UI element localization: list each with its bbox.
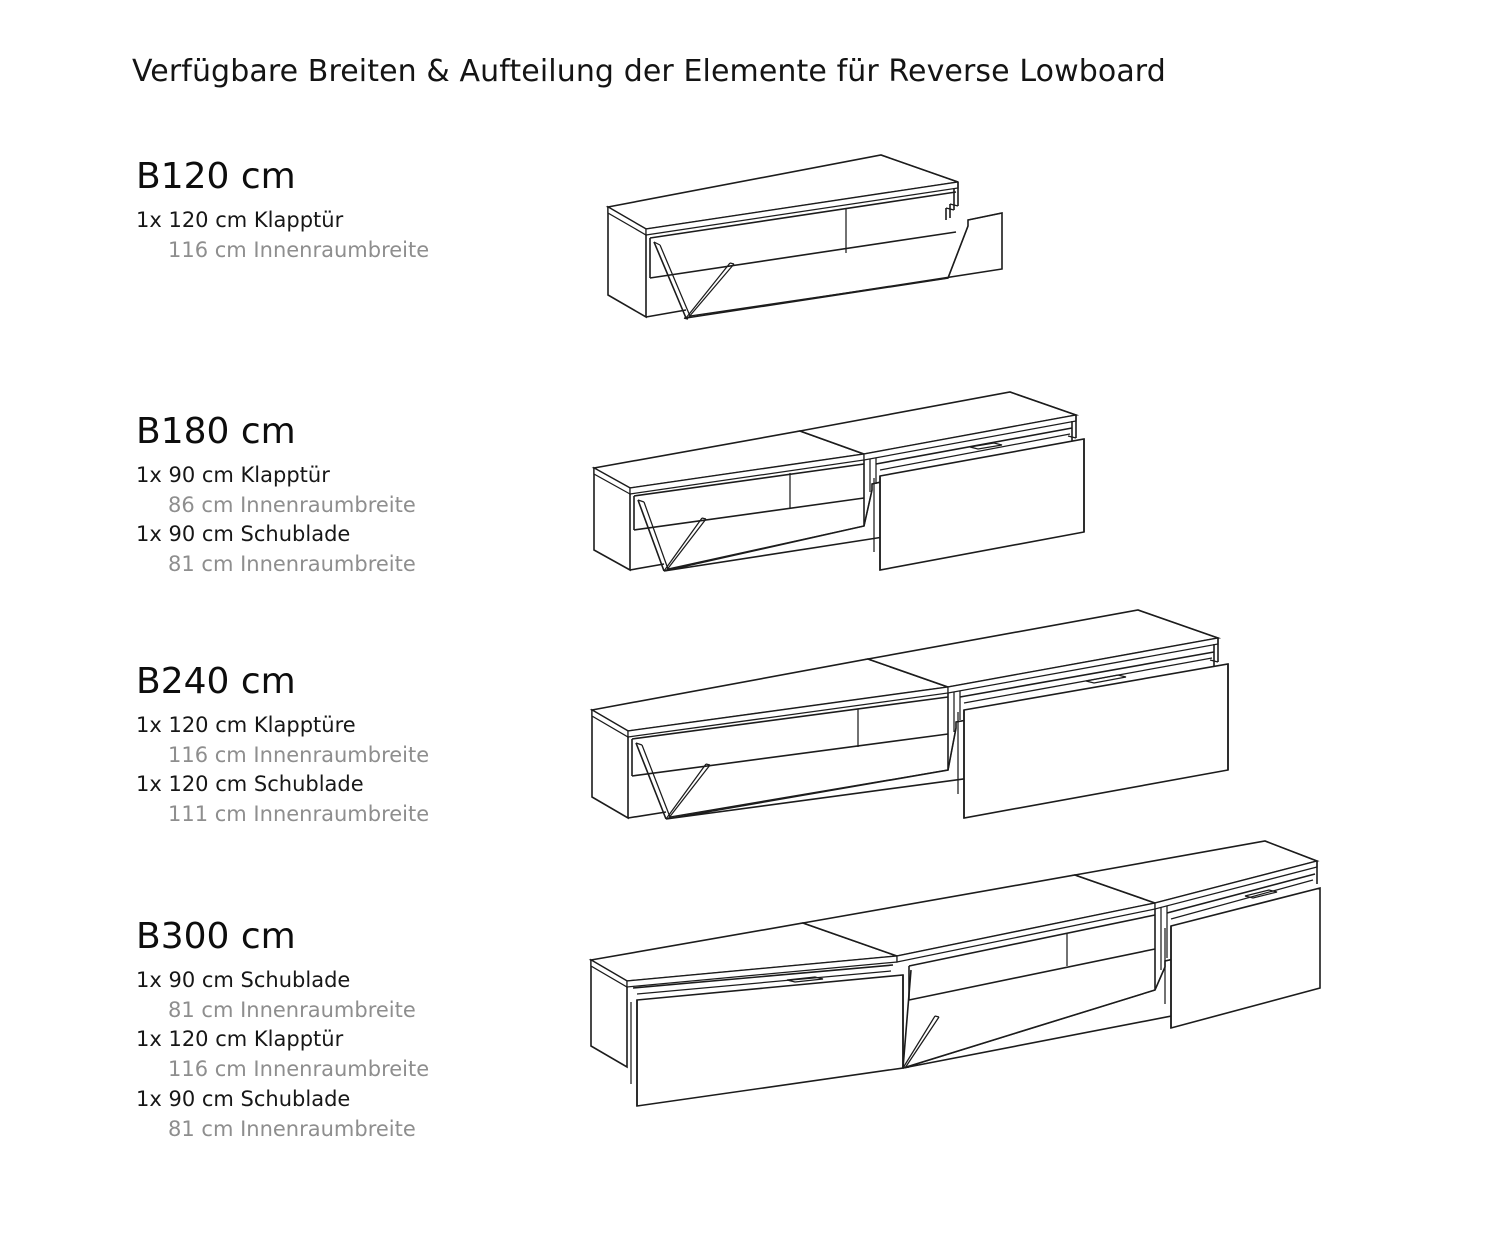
drawer-opening-front-right <box>1170 879 1314 920</box>
page-title: Verfügbare Breiten & Aufteilung der Elem… <box>132 54 1166 89</box>
right-end-step-a <box>949 203 959 207</box>
spec-element-main-b300-1: 1x 120 cm Klapptür <box>136 1027 344 1052</box>
spec-element-main-b180-1: 1x 90 cm Schublade <box>136 522 351 547</box>
hinge-reveal-inner <box>659 244 691 317</box>
drawer-grip-recess <box>1085 674 1127 684</box>
drawer-opening-front-left <box>636 970 892 995</box>
spec-element-sub-b240-0: 116 cm Innenraumbreite <box>168 742 430 767</box>
interior-back-bottom-left <box>631 733 949 777</box>
hinge-reveal-top <box>653 241 661 246</box>
spec-element-sub-b300-0: 81 cm Innenraumbreite <box>168 997 416 1022</box>
top-back-corner-right <box>1137 609 1219 639</box>
drawer-grip-recess-left <box>786 976 824 983</box>
spec-element-sub-b300-1: 116 cm Innenraumbreite <box>168 1057 430 1082</box>
spec-heading-b300: B300 cm <box>136 916 296 957</box>
drawing-lowboard-b240 <box>578 592 1258 842</box>
flap-door-back-edge <box>967 212 1003 221</box>
flap-door-inner-top <box>689 277 949 317</box>
spec-element-sub-b300-2: 81 cm Innenraumbreite <box>168 1116 416 1141</box>
door-stay-strut-inner <box>687 263 735 319</box>
spec-block-b240: B240 cm 1x 120 cm Klapptüre 116 cm Innen… <box>136 663 536 830</box>
spec-block-b120: B120 cm 1x 120 cm Klapptür 116 cm Innenr… <box>136 158 536 265</box>
hinge-reveal-outer <box>635 742 667 820</box>
flap-door-inner-right-mid <box>1154 966 1166 991</box>
spec-heading-b120: B120 cm <box>136 156 296 197</box>
spec-element-main-b300-2: 1x 90 cm Schublade <box>136 1087 351 1112</box>
flap-door-inner-right <box>947 727 957 771</box>
drawer-opening-back-left <box>632 964 894 989</box>
flap-door-inner-right <box>947 225 969 279</box>
door-stay-strut-outer <box>685 262 731 319</box>
drawer-opening-front <box>879 433 1071 471</box>
drawer-front-face-right <box>1170 886 1321 1030</box>
door-stay-strut-outer-mid <box>902 1015 936 1069</box>
spec-element-main-b240-0: 1x 120 cm Klapptüre <box>136 712 356 737</box>
spec-block-b180: B180 cm 1x 90 cm Klapptür 86 cm Innenrau… <box>136 413 536 580</box>
top-back-corner <box>880 154 959 183</box>
hinge-reveal-outer <box>653 241 687 319</box>
spec-element-main-b120-0: 1x 120 cm Klapptür <box>136 207 344 232</box>
flap-door-inner-top <box>667 525 865 570</box>
spec-element-main-b180-0: 1x 90 cm Klapptür <box>136 462 330 487</box>
door-stay-strut-cap <box>705 763 711 766</box>
hinge-reveal-top <box>635 742 643 746</box>
door-stay-strut-inner-mid <box>904 1016 940 1069</box>
top-back-corner-right <box>1264 840 1318 862</box>
drawer-front-face-left <box>636 974 904 1107</box>
door-stay-strut-cap <box>701 517 707 520</box>
interior-back-top-left <box>633 463 865 497</box>
drawing-lowboard-b300 <box>575 828 1321 1107</box>
top-back-corner-right <box>1009 391 1077 416</box>
drawing-lowboard-b120 <box>578 150 1038 330</box>
bottom-front-left-stub <box>629 563 665 571</box>
spec-block-b300: B300 cm 1x 90 cm Schublade 81 cm Innenra… <box>136 918 536 1145</box>
door-stay-strut-outer <box>665 763 707 820</box>
flap-door-front-face <box>663 479 891 572</box>
spec-heading-b240: B240 cm <box>136 661 296 702</box>
door-hinge-foot <box>683 317 689 320</box>
drawer-grip-recess-right <box>1244 889 1278 899</box>
interior-back-bottom-mid <box>908 948 1156 1001</box>
hinge-reveal-outer <box>637 499 665 572</box>
door-stay-strut-inner <box>665 518 707 572</box>
hinge-reveal-outer-mid <box>902 969 912 1069</box>
drawer-grip-recess <box>969 442 1003 450</box>
flap-door-inner-top-mid <box>906 989 1156 1068</box>
drawer-front-face <box>879 438 1085 571</box>
spec-element-main-b300-0: 1x 90 cm Schublade <box>136 967 351 992</box>
bottom-front-left-stub <box>645 309 687 318</box>
interior-back-bottom <box>649 231 957 279</box>
interior-back-bottom-left <box>633 497 865 531</box>
drawing-lowboard-b180 <box>578 372 1208 592</box>
bottom-front-left-stub <box>627 811 667 819</box>
interior-back-top <box>649 191 957 239</box>
flap-door-front-face-mid <box>902 954 1188 1069</box>
flap-door-front-face <box>665 717 979 820</box>
flap-door-inner-top <box>669 769 949 818</box>
right-end-step-a <box>1209 659 1219 663</box>
door-stay-strut-inner <box>667 764 711 820</box>
flap-door-inner-right <box>863 489 873 527</box>
drawer-front-face <box>963 663 1229 819</box>
hinge-reveal-inner <box>641 744 671 818</box>
door-stay-strut-outer <box>663 517 703 572</box>
interior-back-top-left <box>631 696 949 740</box>
door-stay-strut-cap <box>729 262 735 265</box>
right-end-step-a <box>1067 435 1077 439</box>
spec-element-sub-b180-0: 86 cm Innenraumbreite <box>168 492 416 517</box>
door-stay-strut-cap-mid <box>934 1015 940 1018</box>
spec-element-sub-b120-0: 116 cm Innenraumbreite <box>168 237 430 262</box>
interior-back-top-mid <box>908 914 1156 967</box>
drawer-opening-back-right <box>1166 873 1316 914</box>
drawer-opening-back <box>959 651 1215 698</box>
hinge-reveal-inner <box>643 501 669 570</box>
hinge-reveal-top <box>637 499 645 503</box>
spec-element-sub-b240-1: 111 cm Innenraumbreite <box>168 802 430 827</box>
spec-heading-b180: B180 cm <box>136 411 296 452</box>
spec-element-main-b240-1: 1x 120 cm Schublade <box>136 772 364 797</box>
spec-element-sub-b180-1: 81 cm Innenraumbreite <box>168 552 416 577</box>
